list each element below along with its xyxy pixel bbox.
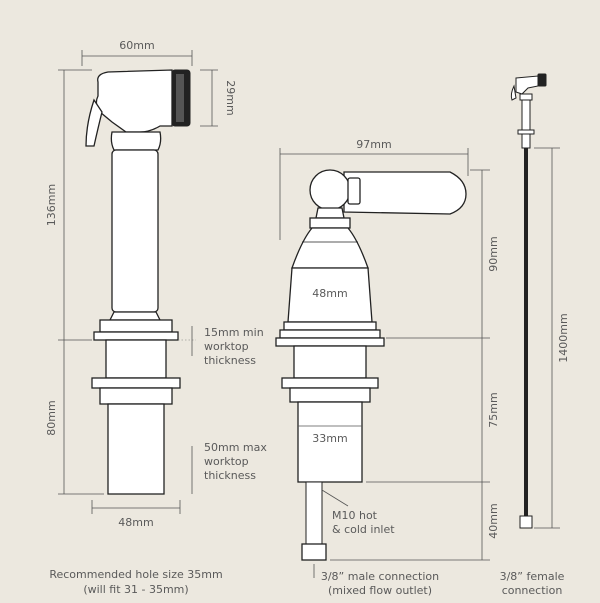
male-note-line-2: (mixed flow outlet) [328,584,432,597]
spray-base-plate [93,331,179,341]
hose-length-label: 1400mm [557,313,570,362]
tap-lever-collar [347,177,361,205]
tap-shank [297,401,363,483]
female-note-line-1: 3/8” female [500,570,565,583]
male-note-line-1: 3/8” male connection [321,570,439,583]
tap-lower-height-label: 75mm [487,392,500,427]
tap-lever-handle [343,171,467,215]
min-worktop-line-3: thickness [204,354,256,367]
hole-note-line-2: (will fit 31 - 35mm) [83,583,188,596]
hose-spray-nozzle [537,73,547,87]
tap-shank-upper [293,345,367,379]
tap-upper-bell [291,227,369,269]
hose-spray-lever [510,84,517,101]
tap-inlet-length-label: 40mm [487,503,500,538]
tap-neck-ring [309,217,351,229]
spray-shank-upper [105,339,167,379]
spray-shank [107,403,165,495]
spray-head-height-label: 29mm [224,80,237,115]
inlet-note-line-2: & cold inlet [332,523,395,536]
tap-base-ring-1 [283,321,377,331]
min-worktop-line-2: worktop [204,340,249,353]
hose-spray-collar [517,129,535,135]
spray-washer [99,387,173,405]
spray-dimensions: 60mm 29mm 136mm 80mm 48mm 15mm min workt… [45,39,267,596]
tap-base-ring-2 [279,329,381,339]
hose-end-connector [519,515,533,529]
tap-inlet-pipe [305,481,323,545]
spray-nozzle-grip [176,74,184,122]
spray-lever [85,98,103,147]
tap-body-width-label: 48mm [312,287,347,300]
spray-base-width-label: 48mm [118,516,153,529]
spray-total-height-label: 136mm [45,184,58,226]
tap-base-plate [275,337,385,347]
spray-nut [91,377,181,389]
mixer-tap [275,169,467,561]
tap-washer [289,387,371,403]
spray-handset [85,69,191,495]
hose-dimensions: 1400mm 3/8” female connection [500,147,570,597]
hose-line [524,148,528,516]
min-worktop-line-1: 15mm min [204,326,264,339]
hose-spray-head [515,75,539,95]
hose-spray-neck [519,93,533,101]
tap-lever-boss [309,169,351,211]
hose-spray-shank [521,133,531,149]
max-worktop-line-1: 50mm max [204,441,267,454]
spray-below-label: 80mm [45,400,58,435]
max-worktop-line-3: thickness [204,469,256,482]
tap-width-label: 97mm [356,138,391,151]
hole-note-line-1: Recommended hole size 35mm [49,568,222,581]
inlet-note-line-1: M10 hot [332,509,378,522]
tap-neck [315,207,345,219]
tap-dimensions: 97mm 48mm 33mm 90mm 75mm 40mm M10 hot & … [279,138,500,597]
female-note-line-2: connection [502,584,563,597]
spray-flange [99,319,173,333]
tap-upper-height-label: 90mm [487,236,500,271]
tap-nut [281,377,379,389]
spray-width-label: 60mm [119,39,154,52]
spray-head [95,69,173,133]
tap-inlet-connector [301,543,327,561]
spray-neck [110,131,162,151]
max-worktop-line-2: worktop [204,455,249,468]
hose-spray-stem [521,99,531,131]
spray-collar [108,311,162,321]
tap-shank-width-label: 33mm [312,432,347,445]
spray-stem [111,149,159,313]
spray-hose [510,73,547,529]
